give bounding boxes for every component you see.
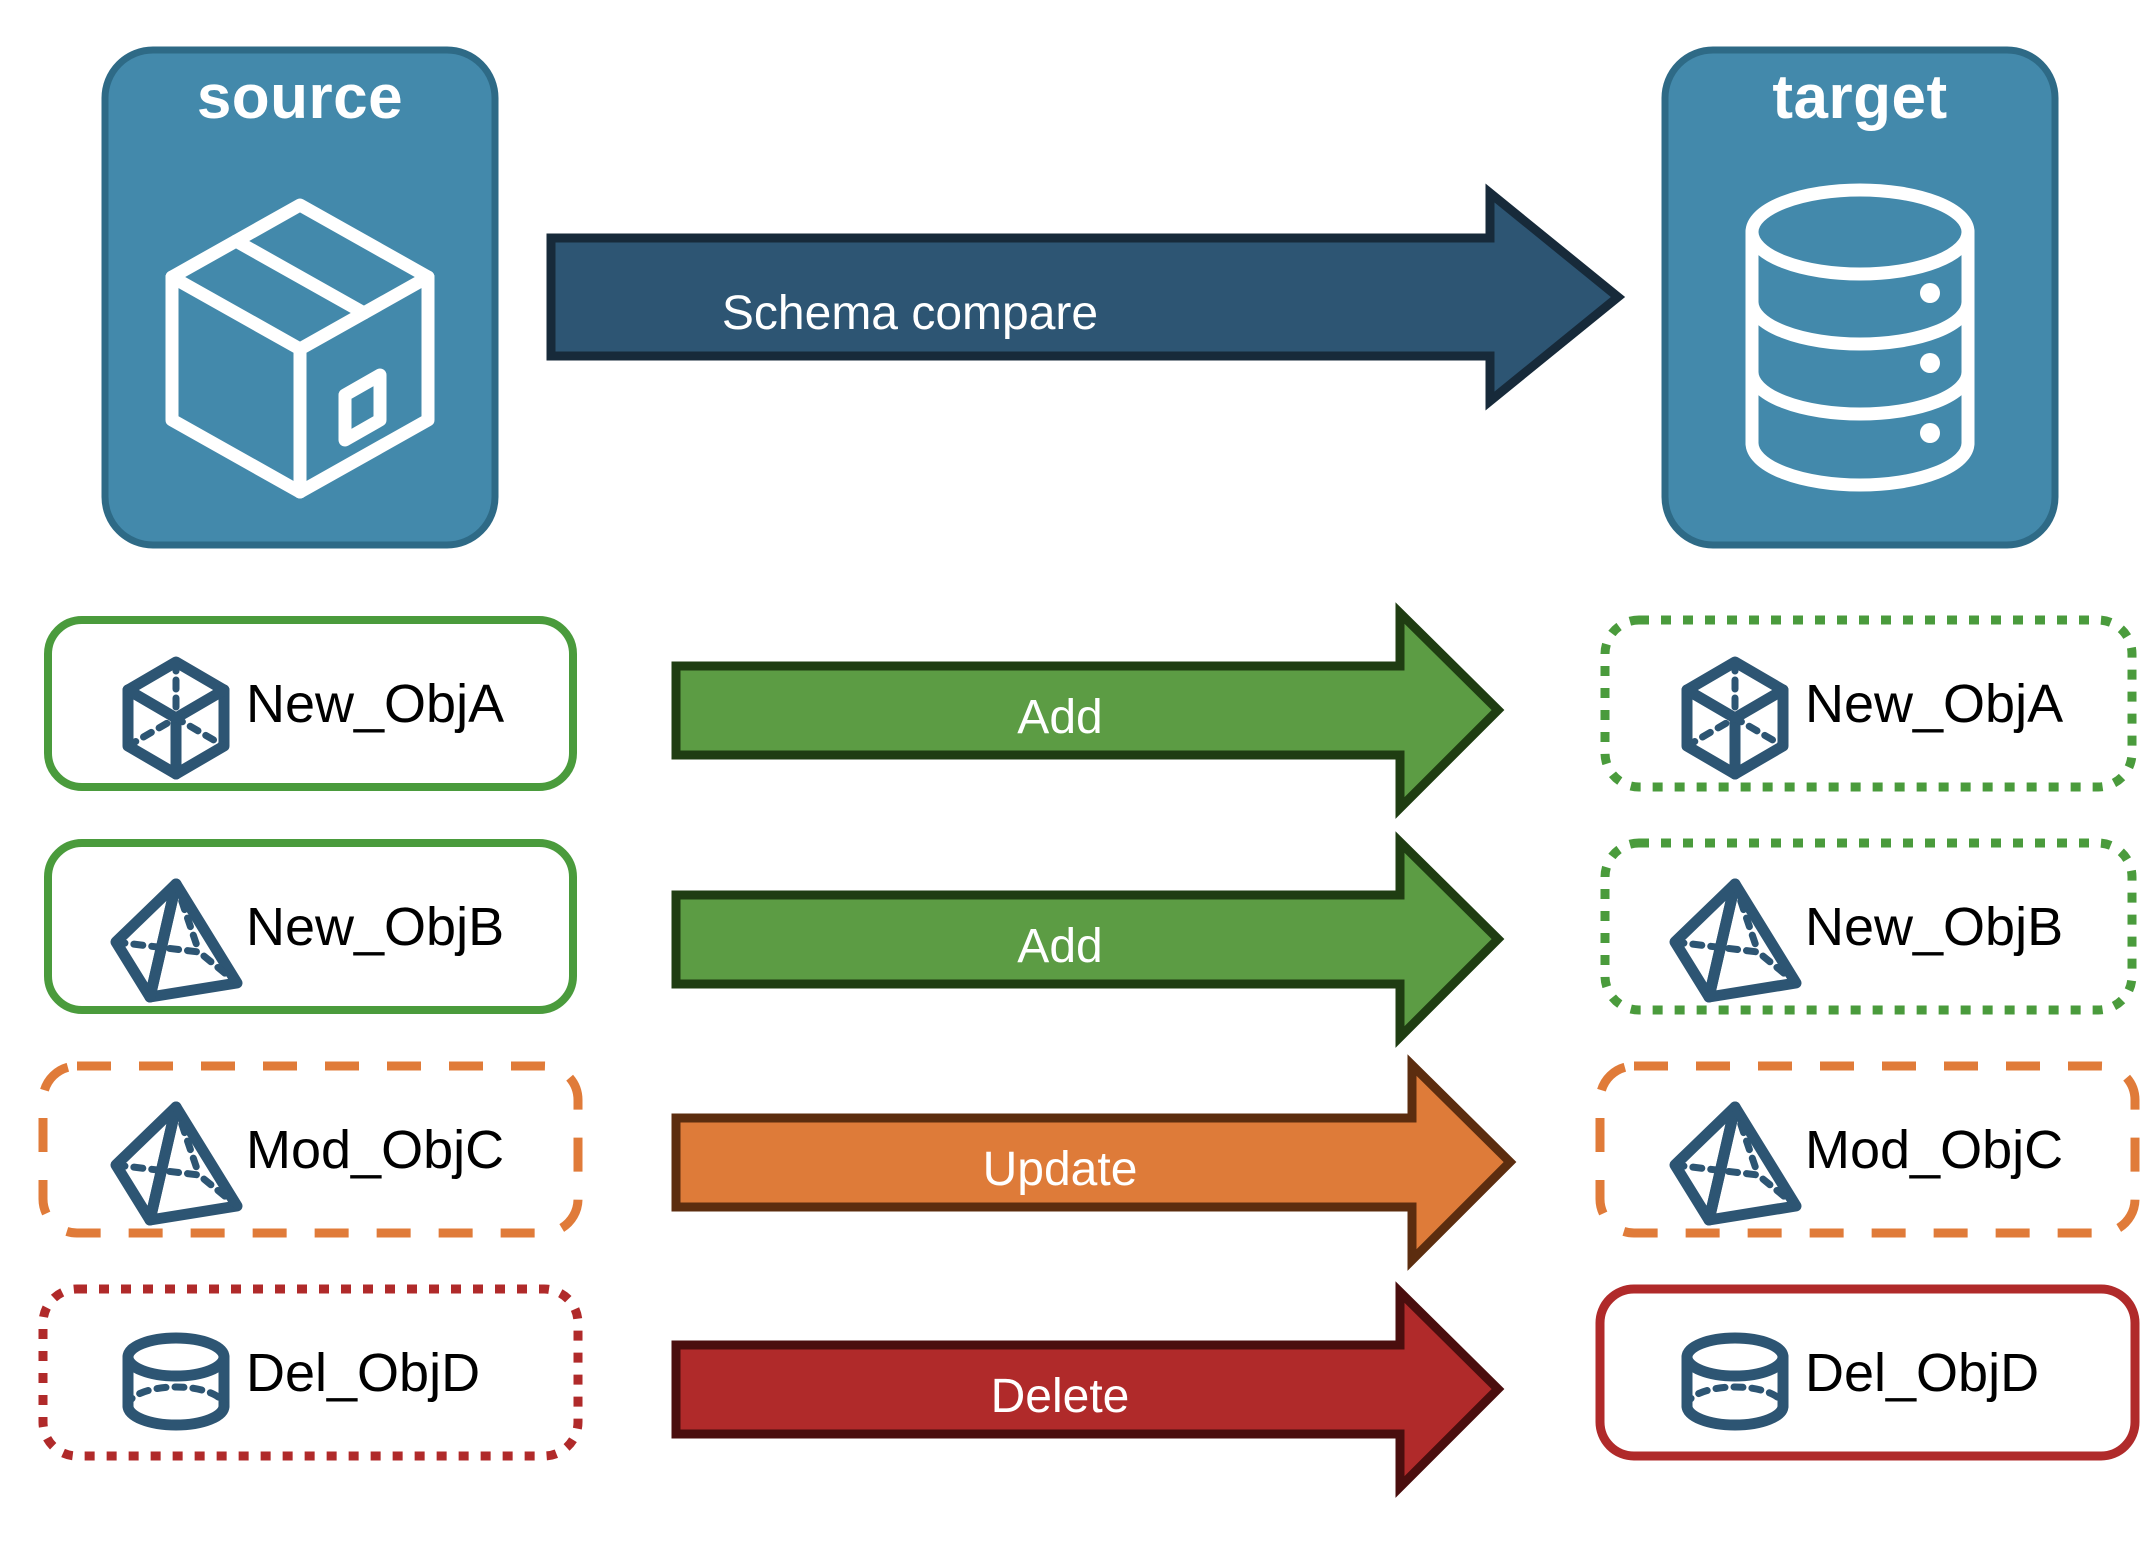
wireframe-cube-icon <box>122 656 230 780</box>
wireframe-pyramid-icon <box>110 878 243 1003</box>
action-arrow-shape <box>671 1281 1505 1498</box>
source-object-card-0[interactable] <box>44 616 577 791</box>
schema-compare-arrow[interactable] <box>546 183 1626 411</box>
card-outline <box>38 1284 583 1461</box>
wireframe-cube-icon <box>1681 656 1789 780</box>
target-panel[interactable] <box>1661 46 2059 549</box>
source-object-card-2[interactable] <box>38 1061 583 1238</box>
action-arrow-shape <box>671 602 1505 819</box>
package-box-icon <box>165 198 435 499</box>
source-object-label-0: New_ObjA <box>246 674 505 734</box>
target-object-label-1: New_ObjB <box>1805 897 2064 957</box>
database-cylinder-icon <box>1745 183 1975 492</box>
action-arrow-label-delete: Delete <box>990 1370 1130 1423</box>
target-panel-box <box>1661 46 2059 549</box>
target-object-card-2[interactable] <box>1595 1061 2140 1238</box>
card-outline <box>1595 1284 2140 1461</box>
source-object-label-2: Mod_ObjC <box>246 1120 505 1180</box>
source-panel-box <box>101 46 499 549</box>
wireframe-cylinder-icon <box>1681 1332 1789 1431</box>
target-object-card-1[interactable] <box>1600 838 2137 1015</box>
wireframe-pyramid-icon <box>110 1101 243 1226</box>
target-object-label-0: New_ObjA <box>1805 674 2064 734</box>
source-panel-title: source <box>196 63 404 132</box>
action-arrow-label-add-1: Add <box>1017 691 1103 744</box>
target-object-label-3: Del_ObjD <box>1805 1343 2040 1403</box>
target-object-card-3[interactable] <box>1595 1284 2140 1461</box>
source-object-label-3: Del_ObjD <box>246 1343 481 1403</box>
action-arrow-shape <box>671 1054 1517 1271</box>
action-arrow-label-update: Update <box>982 1143 1138 1196</box>
wireframe-pyramid-icon <box>1669 1101 1802 1226</box>
action-arrow-delete[interactable] <box>671 1281 1505 1498</box>
source-object-card-3[interactable] <box>38 1284 583 1461</box>
schema-compare-arrow-shape <box>546 183 1626 411</box>
action-arrow-add-2[interactable] <box>671 831 1505 1048</box>
source-object-label-1: New_ObjB <box>246 897 505 957</box>
wireframe-cylinder-icon <box>122 1332 230 1431</box>
target-object-label-2: Mod_ObjC <box>1805 1120 2064 1180</box>
wireframe-pyramid-icon <box>1669 878 1802 1003</box>
source-panel[interactable] <box>101 46 499 549</box>
source-object-card-1[interactable] <box>44 839 577 1014</box>
action-arrow-add-1[interactable] <box>671 602 1505 819</box>
schema-compare-arrow-label: Schema compare <box>721 287 1099 340</box>
target-object-card-0[interactable] <box>1600 615 2137 792</box>
target-panel-title: target <box>1772 63 1948 132</box>
action-arrow-shape <box>671 831 1505 1048</box>
action-arrow-label-add-2: Add <box>1017 920 1103 973</box>
action-arrow-update[interactable] <box>671 1054 1517 1271</box>
